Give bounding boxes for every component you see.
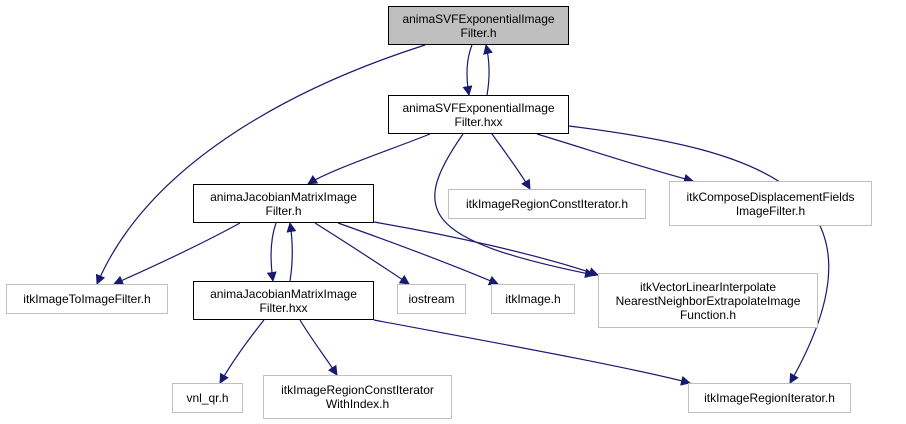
node-label-line: animaSVFExponentialImage <box>402 100 555 115</box>
node-label-line: animaJacobianMatrixImage <box>210 189 357 204</box>
edge-jac-h-to-jac-hxx <box>266 222 277 282</box>
node-rci[interactable]: itkImageRegionConstIterator.h <box>448 189 646 219</box>
edge-jac-h-to-iostream <box>314 222 410 285</box>
node-iostream[interactable]: iostream <box>397 284 466 314</box>
node-rit[interactable]: itkImageRegionIterator.h <box>688 383 851 413</box>
node-label-line: Filter.h <box>265 203 302 218</box>
node-label-line: WithIndex.h <box>325 397 390 411</box>
node-label-line: ImageFilter.h <box>735 203 806 218</box>
node-label-line: Function.h <box>679 307 737 322</box>
node-label-line: itkImage.h <box>505 292 561 306</box>
edge-svf-hxx-to-vli <box>434 133 595 279</box>
edge-svf-hxx-to-rci <box>491 133 531 190</box>
node-label-line: itkImageRegionIterator.h <box>704 391 835 405</box>
edge-jac-hxx-to-vnl <box>219 319 265 384</box>
node-label-line: iostream <box>408 292 455 306</box>
node-itif[interactable]: itkImageToImageFilter.h <box>6 284 168 314</box>
node-label-line: itkImageToImageFilter.h <box>23 292 151 306</box>
edge-jac-hxx-to-rit <box>373 319 691 386</box>
node-label-line: itkComposeDisplacementFields <box>686 189 855 204</box>
node-label-line: animaJacobianMatrixImage <box>210 286 357 301</box>
edge-svf-hxx-to-cdf <box>536 133 694 184</box>
edge-jac-hxx-to-rciwi <box>299 319 338 376</box>
node-label-line: itkImageRegionConstIterator <box>281 383 434 397</box>
edge-jac-h-to-itif <box>113 222 241 285</box>
edge-jac-h-to-vli <box>373 221 599 277</box>
edge-svf-h-to-itif <box>95 44 426 285</box>
edge-svf-h-to-svf-hxx <box>462 44 473 96</box>
node-label-line: itkVectorLinearInterpolate <box>639 279 777 294</box>
edge-jac-h-to-itkimage <box>337 222 499 286</box>
edge-svf-hxx-to-jac-h <box>307 133 431 185</box>
node-vnl[interactable]: vnl_qr.h <box>172 383 243 413</box>
edge-jac-hxx-to-jac-h <box>286 222 297 282</box>
node-itkimage[interactable]: itkImage.h <box>491 284 575 314</box>
node-label-line: Filter.hxx <box>259 300 308 315</box>
node-label-line: NearestNeighborExtrapolateImage <box>615 293 801 308</box>
edge-svf-hxx-to-svf-h <box>483 44 493 96</box>
node-label-line: animaSVFExponentialImage <box>402 11 555 26</box>
edge-svf-hxx-to-rit <box>568 125 830 384</box>
node-label-line: Filter.h <box>460 25 497 40</box>
node-label-line: vnl_qr.h <box>186 391 229 405</box>
node-label-line: Filter.hxx <box>454 114 503 129</box>
node-label-line: itkImageRegionConstIterator.h <box>465 197 629 211</box>
